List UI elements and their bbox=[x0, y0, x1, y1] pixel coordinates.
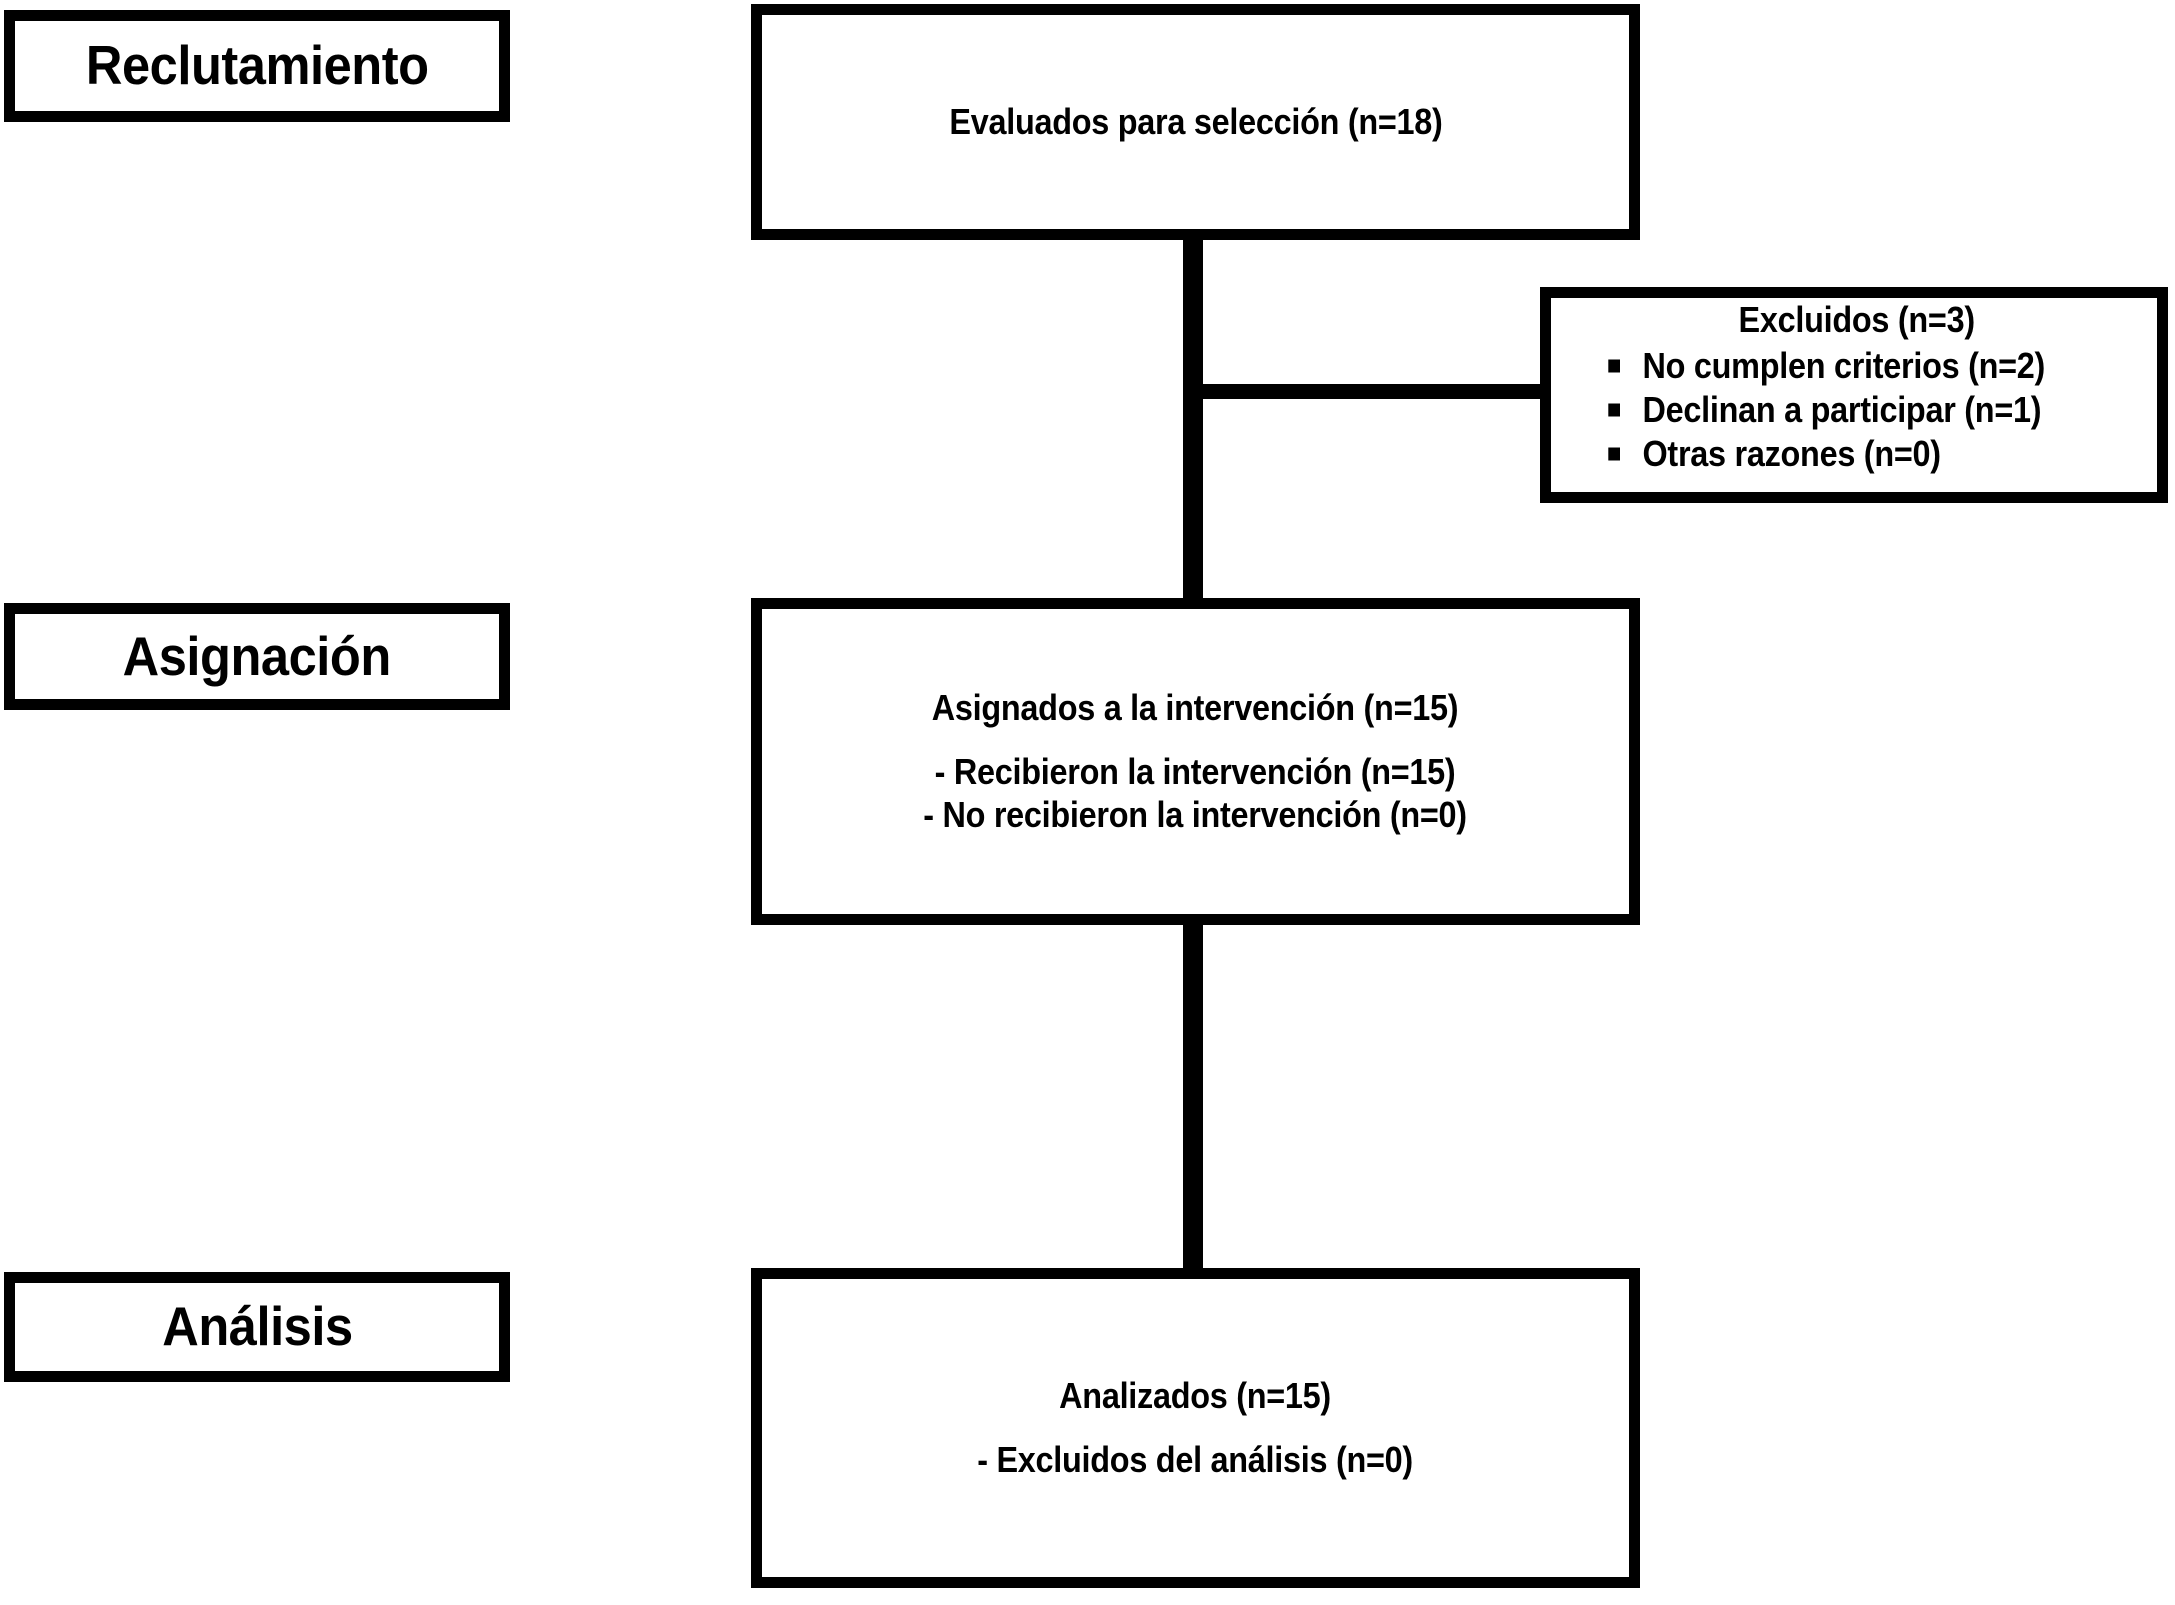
node-excluded-content: Excluidos (n=3) No cumplen criterios (n=… bbox=[1581, 298, 2126, 476]
node-screened-headline: Evaluados para selección (n=18) bbox=[948, 100, 1443, 142]
node-analyzed: Analizados (n=15) - Excluidos del anális… bbox=[751, 1268, 1640, 1588]
square-bullet-icon bbox=[1608, 403, 1620, 417]
node-excluded-reason-list: No cumplen criterios (n=2) Declinan a pa… bbox=[1587, 344, 2127, 476]
node-analyzed-content: Analizados (n=15) - Excluidos del anális… bbox=[978, 1375, 1414, 1482]
node-screened-content: Evaluados para selección (n=18) bbox=[949, 101, 1442, 143]
list-item: No cumplen criterios (n=2) bbox=[1587, 344, 2127, 388]
node-excluded-reason-label: No cumplen criterios (n=2) bbox=[1642, 344, 2046, 386]
connector-screened-to-allocated bbox=[1183, 240, 1203, 602]
stage-label-allocation-text: Asignación bbox=[122, 624, 392, 687]
square-bullet-icon bbox=[1608, 447, 1620, 461]
spacer bbox=[924, 729, 1468, 751]
node-excluded-reason-label: Declinan a participar (n=1) bbox=[1642, 388, 2042, 430]
stage-label-analysis-text: Análisis bbox=[161, 1295, 353, 1358]
node-allocated-content: Asignados a la intervención (n=15) - Rec… bbox=[924, 687, 1468, 836]
square-bullet-icon bbox=[1608, 359, 1620, 373]
stage-label-allocation: Asignación bbox=[4, 603, 510, 710]
connector-trunk-to-excluded bbox=[1183, 384, 1549, 399]
list-item: Otras razones (n=0) bbox=[1587, 432, 2127, 476]
stage-label-analysis: Análisis bbox=[4, 1272, 510, 1382]
list-item: Declinan a participar (n=1) bbox=[1587, 388, 2127, 432]
node-analyzed-detail: - Excluidos del análisis (n=0) bbox=[977, 1439, 1414, 1480]
node-allocated-detail: - Recibieron la intervención (n=15) bbox=[935, 751, 1456, 793]
connector-allocated-to-analyzed bbox=[1183, 921, 1203, 1272]
node-excluded-reason-label: Otras razones (n=0) bbox=[1642, 432, 1942, 474]
node-allocated-detail: - No recibieron la intervención (n=0) bbox=[923, 793, 1468, 835]
stage-label-recruitment-text: Reclutamiento bbox=[85, 34, 429, 97]
node-excluded-title: Excluidos (n=3) bbox=[1738, 299, 1976, 340]
node-allocated-headline: Asignados a la intervención (n=15) bbox=[932, 686, 1459, 728]
spacer bbox=[978, 1417, 1414, 1439]
node-analyzed-headline: Analizados (n=15) bbox=[1059, 1374, 1332, 1416]
node-screened: Evaluados para selección (n=18) bbox=[751, 4, 1640, 240]
stage-label-recruitment: Reclutamiento bbox=[4, 10, 510, 122]
node-excluded: Excluidos (n=3) No cumplen criterios (n=… bbox=[1540, 287, 2168, 503]
node-allocated: Asignados a la intervención (n=15) - Rec… bbox=[751, 598, 1640, 925]
